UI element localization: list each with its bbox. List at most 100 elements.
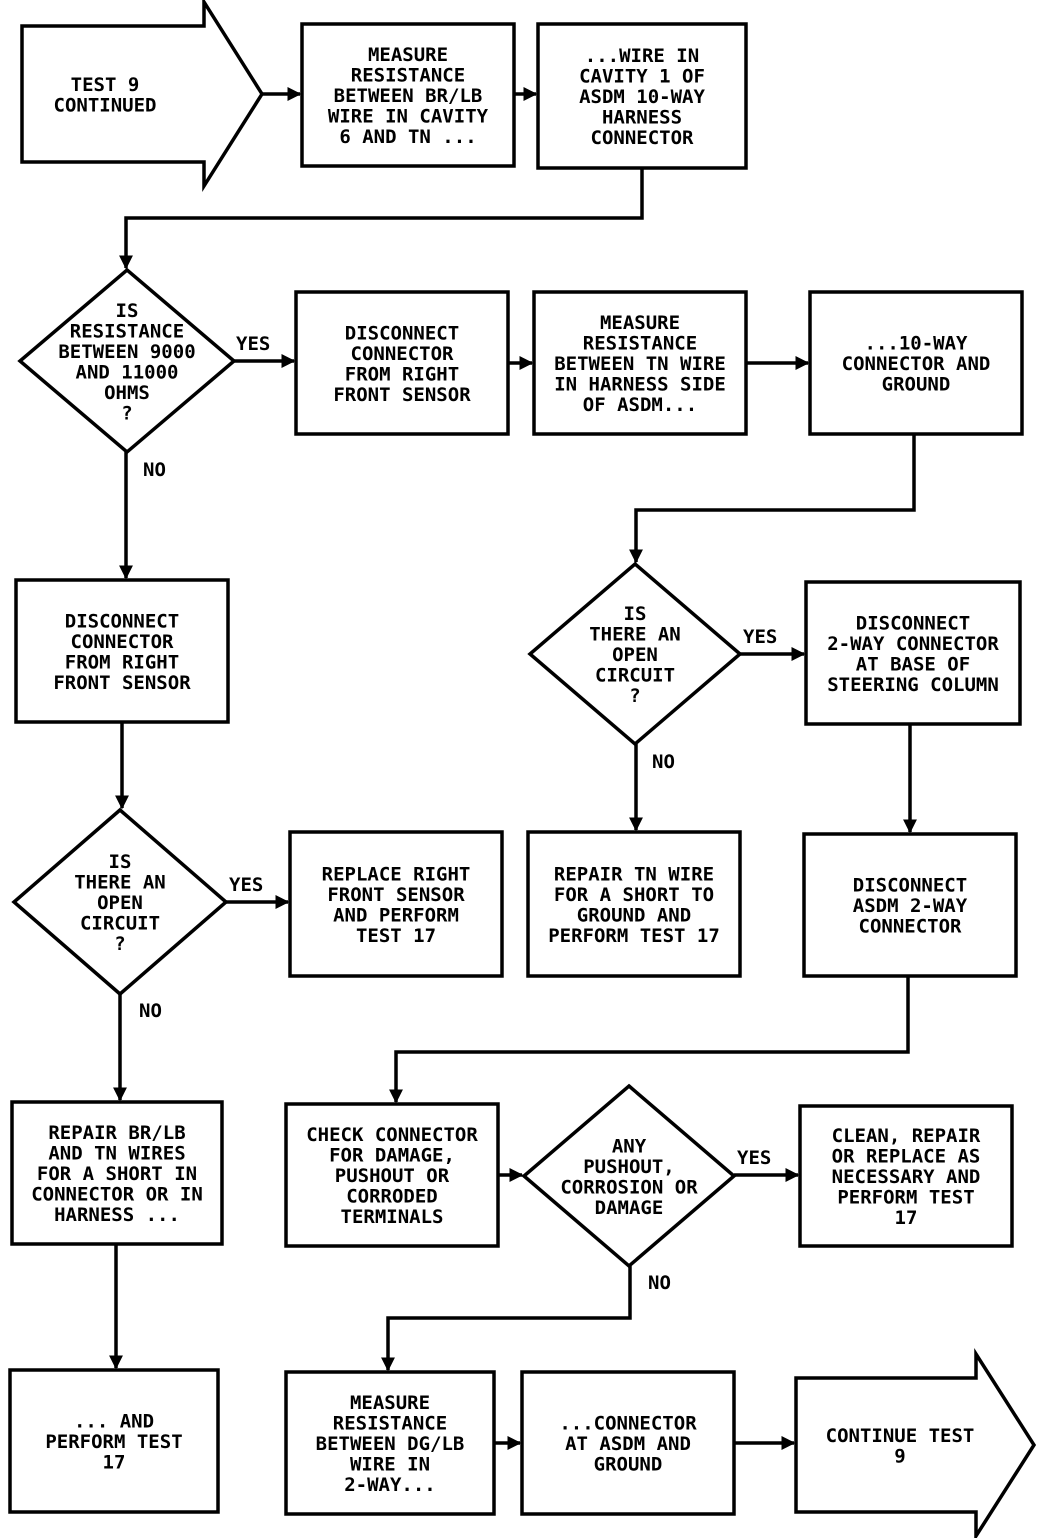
node-text-line: BETWEEN 9000 (58, 341, 195, 363)
node-text-line: FRONT SENSOR (53, 672, 191, 694)
node-text-line: HARNESS ... (54, 1204, 180, 1226)
node-text-line: CONNECTOR AND (842, 353, 991, 375)
node-text-line: AND 11000 (76, 361, 179, 383)
node-text-line: FROM RIGHT (345, 363, 459, 385)
process-box (10, 1100, 224, 1246)
node-text-line: IS (116, 300, 139, 322)
node-text-line: REPLACE RIGHT (322, 863, 471, 885)
node-text-line: OF ASDM... (583, 394, 697, 416)
process-box (294, 290, 510, 436)
process-box (284, 1370, 496, 1516)
process-box (802, 832, 1018, 978)
node-text-line: OPEN (612, 644, 658, 666)
node-text-line: CORRODED (346, 1186, 438, 1208)
node-text-line: ... AND (74, 1411, 154, 1433)
node-text-line: OHMS (104, 382, 150, 404)
node-text-line: OR REPLACE AS (832, 1146, 981, 1168)
node-text-line: 6 AND TN ... (339, 126, 476, 148)
node-text-line: HARNESS (602, 107, 682, 129)
edge-label-yes: YES (737, 1147, 771, 1169)
node-text-line: REPAIR BR/LB (48, 1122, 185, 1144)
decision-diamond (521, 1083, 737, 1269)
node-text-line: TEST 17 (356, 925, 436, 947)
node-text-line: STEERING COLUMN (827, 674, 999, 696)
node-text-line: PUSHOUT OR (335, 1165, 450, 1187)
process-box (808, 290, 1024, 436)
node-text-line: PERFORM TEST (45, 1431, 182, 1453)
node-text-line: FOR A SHORT TO (554, 884, 714, 906)
node-text-line: BETWEEN DG/LB (316, 1433, 465, 1455)
node-text-line: GROUND AND (577, 904, 691, 926)
node-text-line: RESISTANCE (351, 65, 465, 87)
node-text-line: ? (114, 933, 125, 955)
edge-label-no: NO (139, 1000, 162, 1022)
node-text-line: DISCONNECT (856, 612, 970, 634)
node-text-line: CONNECTOR (591, 127, 695, 149)
process-box (520, 1370, 736, 1516)
node-text-line: ...CONNECTOR (559, 1413, 697, 1435)
node-text-line: IS (624, 603, 647, 625)
node-text-line: CIRCUIT (80, 913, 160, 935)
connector-arrow (629, 434, 916, 564)
node-text-line: TERMINALS (341, 1206, 444, 1228)
process-box (536, 22, 748, 170)
node-text-line: CAVITY 1 OF (579, 66, 705, 88)
node-text-line: AT BASE OF (856, 653, 970, 675)
node-text-line: GROUND (594, 1454, 663, 1476)
process-box (288, 830, 504, 978)
node-text-line: DISCONNECT (65, 610, 179, 632)
node-text-line: FROM RIGHT (65, 651, 179, 673)
process-box (300, 22, 516, 168)
node-text-line: OPEN (97, 892, 143, 914)
node-text-line: CONTINUED (54, 94, 157, 116)
node-text-line: BETWEEN BR/LB (334, 85, 483, 107)
node-text-line: FOR A SHORT IN (37, 1163, 197, 1185)
edge-label-no: NO (143, 459, 166, 481)
node-text-line: CONNECTOR (351, 343, 455, 365)
decision-diamond (17, 267, 237, 455)
node-text-line: 9 (894, 1445, 905, 1467)
edge-label-yes: YES (236, 333, 270, 355)
node-text-line: CONNECTOR (71, 631, 175, 653)
node-text-line: DISCONNECT (345, 322, 459, 344)
connector-arrow (119, 168, 644, 270)
node-text-line: CONNECTOR (859, 916, 963, 938)
connector-arrow (389, 976, 910, 1104)
node-text-line: TEST 9 (71, 74, 140, 96)
node-text-line: CIRCUIT (595, 665, 675, 687)
node-text-line: AND TN WIRES (48, 1143, 185, 1165)
node-text-line: CORROSION OR (560, 1176, 698, 1198)
node-text-line: PERFORM TEST (837, 1187, 974, 1209)
process-box (284, 1102, 500, 1248)
node-text-line: DAMAGE (595, 1197, 664, 1219)
node-text-line: 17 (895, 1207, 918, 1229)
decision-diamond (11, 807, 229, 997)
node-text-line: PERFORM TEST 17 (548, 925, 720, 947)
node-text-line: CLEAN, REPAIR (832, 1125, 981, 1147)
node-text-line: BETWEEN TN WIRE (554, 353, 726, 375)
node-text-line: ...WIRE IN (585, 45, 699, 67)
node-text-line: MEASURE (350, 1392, 430, 1414)
node-text-line: IN HARNESS SIDE (554, 374, 726, 396)
node-text-line: ASDM 10-WAY (579, 86, 705, 108)
node-text-line: RESISTANCE (583, 333, 697, 355)
node-text-line: THERE AN (589, 624, 681, 646)
node-text-line: ...10-WAY (865, 333, 969, 355)
node-text-line: MEASURE (368, 44, 448, 66)
process-box (8, 1368, 220, 1514)
